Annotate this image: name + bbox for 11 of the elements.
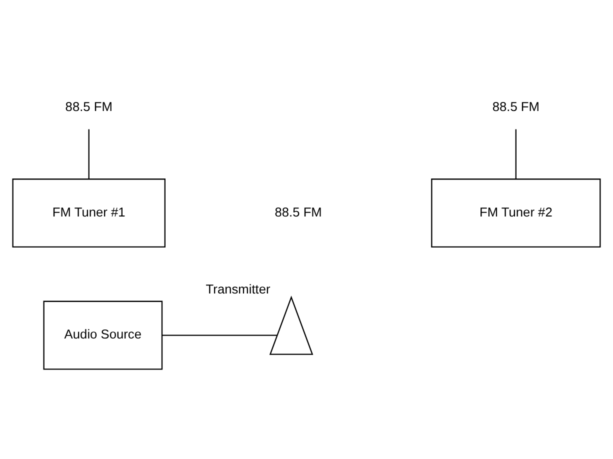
connector [88,128,90,178]
node-box: FM Tuner #1 [12,178,166,248]
node-label: Transmitter [206,281,270,296]
connector [162,334,278,336]
picture [269,295,314,354]
label: 88.5 FM [274,204,322,219]
node-box: Audio Source [43,300,163,370]
connector [515,128,516,178]
node-text: 88.5 FM [492,98,540,114]
node-box: FM Tuner #2 [431,178,601,248]
node-text: 88.5 FM [65,98,112,114]
